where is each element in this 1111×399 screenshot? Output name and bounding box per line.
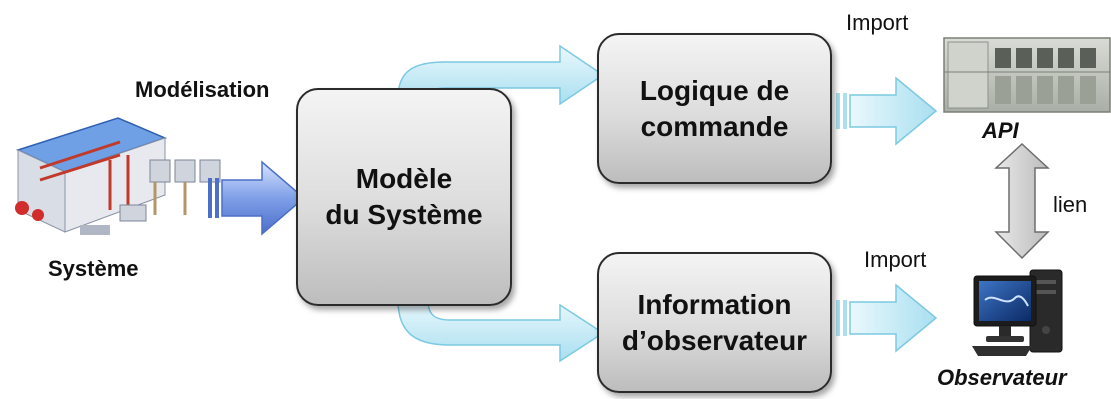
systeme-label: Système <box>48 256 139 281</box>
observateur-label: Observateur <box>937 365 1067 390</box>
plc-api-icon <box>943 37 1111 113</box>
arrow-systeme-to-modele <box>208 160 306 236</box>
import-label-top: Import <box>846 10 909 35</box>
logique-de-commande-label: Logique de commande <box>639 74 790 142</box>
computer-observer-icon <box>972 269 1063 356</box>
import-label-bottom: Import <box>864 247 927 272</box>
information-observateur-label: Information d’observateur <box>621 288 808 356</box>
lien-double-arrow <box>994 142 1050 260</box>
information-observateur-box: Information d’observateur <box>597 252 832 393</box>
factory-system-icon <box>15 117 221 235</box>
logique-de-commande-box: Logique de commande <box>597 33 832 184</box>
api-label: API <box>982 118 1019 143</box>
modelisation-label: Modélisation <box>135 77 270 102</box>
arrow-modele-to-information <box>397 299 605 363</box>
modele-du-systeme-label: Modèle du Système <box>325 163 483 230</box>
lien-label: lien <box>1053 192 1088 217</box>
modele-du-systeme-box: Modèle du Système <box>296 88 512 306</box>
arrow-import-to-api <box>836 76 938 146</box>
arrow-import-to-observateur <box>836 283 938 353</box>
